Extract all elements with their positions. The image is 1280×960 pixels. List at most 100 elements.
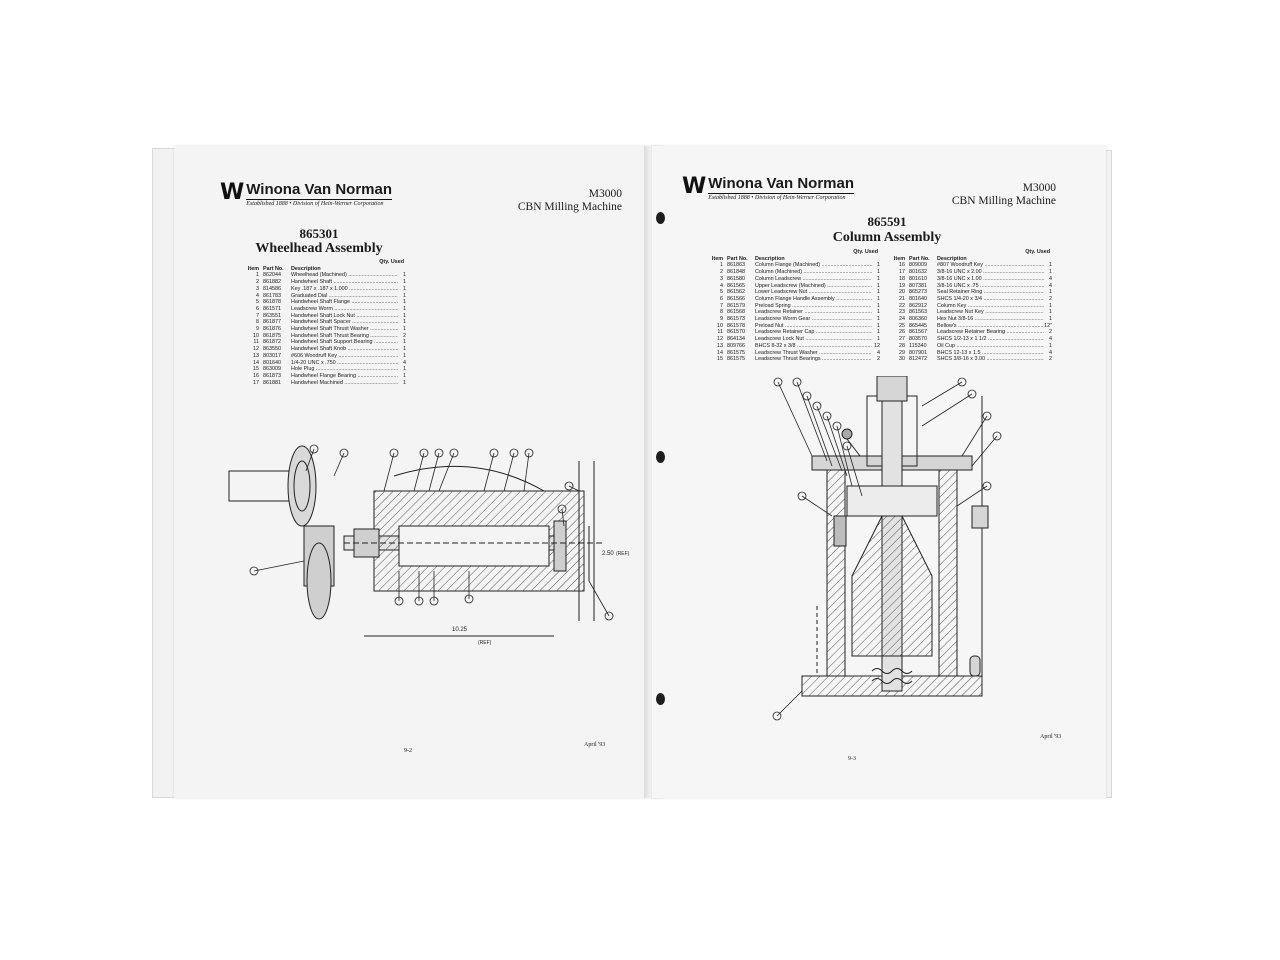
company-tagline: Established 1888 • Division of Hein-Wern… <box>246 199 392 207</box>
assembly-title: Column Assembly <box>832 230 942 245</box>
cell-qty: 1 <box>403 285 406 292</box>
cell-qty: 2 <box>1049 329 1052 336</box>
callout-balloon <box>802 391 812 401</box>
cell-qty: 4 <box>1049 336 1052 343</box>
cell-desc: Bellow's <box>937 323 1044 330</box>
cell-item: 30 <box>899 356 905 363</box>
callout-leader <box>523 452 530 492</box>
cell-desc: Handwheel Shaft Lock Nut <box>291 313 398 320</box>
cell-item: 1 <box>256 272 259 279</box>
right-page: W Winona Van Norman Established 1888 • D… <box>652 146 1106 798</box>
cell-desc: 3/8-16 UNC x 1.00 <box>937 276 1044 283</box>
cell-qty: 1 <box>1049 262 1052 269</box>
cell-desc: Wheelhead (Machined) <box>291 272 398 279</box>
table-row: 13 803017 #606 Woodruff Key 1 <box>246 353 406 360</box>
cell-part: 861876 <box>263 326 281 333</box>
cell-desc: Column Flange Handle Assembly <box>755 296 872 303</box>
cell-desc: Preload Nut <box>755 323 872 330</box>
cell-qty: 1 <box>1049 316 1052 323</box>
callout-balloon <box>524 448 534 458</box>
cell-desc: Leadscrew Nut Key <box>937 309 1044 316</box>
left-date: April '93 <box>584 742 606 748</box>
cell-item: 11 <box>717 329 723 336</box>
cell-qty: 1 <box>403 279 406 286</box>
cell-desc: BHCS 12-13 x 1.5 <box>937 350 1044 357</box>
cell-part: 865273 <box>909 289 927 296</box>
cell-part: 803017 <box>263 352 281 359</box>
cell-desc: 3/8-16 UNC x 2.00 <box>937 269 1044 276</box>
cell-item: 13 <box>253 352 259 359</box>
cell-qty: 2 <box>877 356 880 363</box>
cell-part: 861578 <box>727 322 745 329</box>
dim-height: 2.50 <box>602 551 614 557</box>
binder-hole <box>656 212 665 224</box>
callout-balloon <box>309 444 319 454</box>
cell-part: 807381 <box>909 282 927 289</box>
cell-qty: 1 <box>877 275 880 282</box>
cell-qty: 1 <box>403 352 406 359</box>
cell-item: 8 <box>720 309 723 316</box>
cell-desc: Upper Leadscrew (Machined) <box>755 283 872 290</box>
cell-part: 801640 <box>263 359 281 366</box>
cell-part: 809766 <box>727 342 745 349</box>
cell-item: 15 <box>253 366 259 373</box>
cell-desc: SHCS 1/4-20 x 3/4 <box>937 296 1044 303</box>
cell-item: 14 <box>253 359 259 366</box>
model-number: M3000 <box>1022 182 1056 194</box>
qty-header: Qty. Used <box>853 249 878 255</box>
callout-balloon <box>339 448 349 458</box>
callout-balloon <box>394 596 404 606</box>
cell-qty: 1 <box>877 289 880 296</box>
cell-part: 863009 <box>263 366 281 373</box>
machine-name: CBN Milling Machine <box>951 195 1056 207</box>
assembly-title: Wheelhead Assembly <box>255 241 383 256</box>
cell-qty: 1 <box>403 292 406 299</box>
cell-desc: Hex Nut 3/8-16 <box>937 316 1044 323</box>
cell-part: 861877 <box>263 319 281 326</box>
callout-leader <box>588 580 610 617</box>
cell-part: 861878 <box>263 299 281 306</box>
cell-desc: #606 Woodruff Key <box>291 353 398 360</box>
callout-leader <box>826 415 848 477</box>
cell-desc: Handwheel Flange Bearing <box>291 373 398 380</box>
cell-item: 10 <box>717 322 723 329</box>
cell-desc: 1/4-20 UNC x .750 <box>291 360 398 367</box>
callout-balloon <box>822 411 832 421</box>
left-page: W Winona Van Norman Established 1888 • D… <box>174 146 662 798</box>
company-tagline: Established 1888 • Division of Hein-Wern… <box>708 193 854 201</box>
cell-qty: 1 <box>877 282 880 289</box>
cell-qty: 1 <box>403 272 406 279</box>
cell-qty: 1 <box>403 312 406 319</box>
cell-qty: 1 <box>1049 289 1052 296</box>
left-logo: W Winona Van Norman Established 1888 • D… <box>220 182 392 207</box>
cell-item: 14 <box>717 349 723 356</box>
cell-desc: Oil Cup <box>937 343 1044 350</box>
callout-balloon <box>772 711 782 721</box>
callout-leader <box>956 485 988 507</box>
cell-item: 16 <box>253 372 259 379</box>
cell-part: 861565 <box>727 282 745 289</box>
callout-balloon <box>414 596 424 606</box>
callout-balloon <box>792 377 802 387</box>
cell-item: 7 <box>256 312 259 319</box>
cell-desc: 3/8-16 UNC x .75 <box>937 283 1044 290</box>
cell-desc: Column Leadscrew <box>755 276 872 283</box>
cell-item: 26 <box>899 329 905 336</box>
assembly-number: 865301 <box>299 226 339 241</box>
cell-desc: Preload Spring <box>755 303 872 310</box>
callout-balloon <box>419 448 429 458</box>
callout-leader <box>806 395 833 467</box>
